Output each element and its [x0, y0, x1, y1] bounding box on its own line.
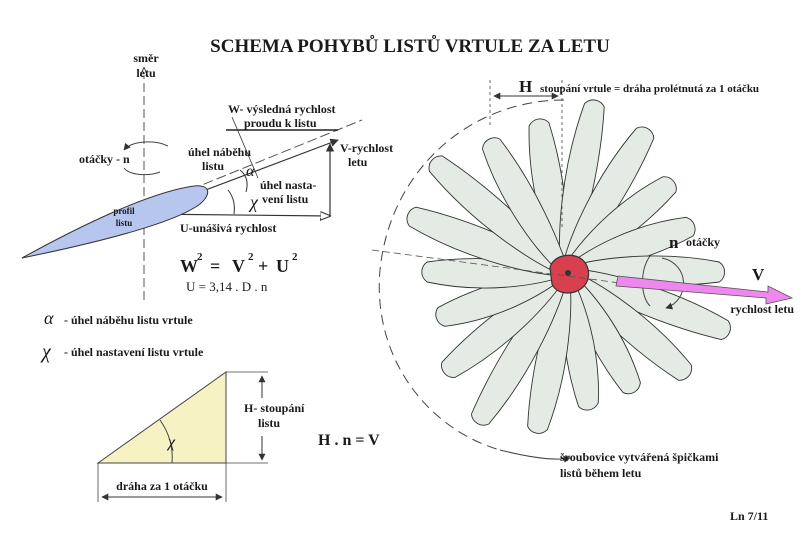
svg-text:W: W	[180, 256, 198, 276]
svg-text:V: V	[232, 256, 245, 276]
uhel-nastaveni-2: vení listu	[262, 192, 309, 206]
v-description: rychlost letu	[730, 302, 794, 316]
chi-symbol: χ	[248, 192, 259, 212]
rotation-arrow	[123, 141, 169, 151]
page-title: SCHEMA POHYBŮ LISTŮ VRTULE ZA LETU	[210, 35, 610, 57]
legend-alpha-symbol: α	[44, 308, 54, 328]
svg-text:U: U	[276, 256, 289, 276]
svg-text:2: 2	[197, 251, 203, 263]
h-letter: H	[519, 77, 532, 96]
blade-profile	[21, 185, 209, 259]
uhel-nastaveni-1: úhel nasta-	[260, 178, 316, 192]
profil-label-2: listu	[116, 218, 133, 228]
uhel-nabehu-2: listu	[202, 159, 224, 173]
flight-speed-arrow	[615, 275, 794, 305]
legend-alpha-text: - úhel náběhu listu vrtule	[64, 313, 193, 327]
pitch-triangle: χ H- stoupání listu dráha za 1 otáčku	[96, 371, 305, 502]
v-letter: V	[752, 265, 765, 284]
v-label-2: letu	[348, 155, 368, 169]
velocity-diagram: směr letu otáčky - n profil listu α χ W-…	[21, 51, 393, 300]
svg-text:=: =	[210, 256, 220, 276]
w-label-1: W- výsledná rychlost	[228, 102, 336, 116]
uhel-nabehu-1: úhel náběhu	[188, 145, 251, 159]
blade-set	[406, 99, 731, 434]
svg-text:+: +	[258, 256, 268, 276]
alpha-symbol: α	[246, 163, 255, 180]
n-description: otáčky	[686, 235, 720, 249]
svg-text:2: 2	[292, 251, 298, 263]
symbol-legend: α - úhel náběhu listu vrtule χ - úhel na…	[40, 308, 204, 363]
propeller-blade	[481, 137, 570, 275]
n-letter: n	[669, 233, 679, 252]
otacky-n-label: otáčky - n	[79, 152, 130, 166]
page-number: Ln 7/11	[730, 509, 768, 523]
propeller-axis	[371, 249, 621, 284]
stoupani-label-1: H- stoupání	[244, 401, 305, 415]
formula-u: U = 3,14 . D . n	[186, 279, 268, 294]
svg-text:2: 2	[248, 251, 254, 263]
v-label-1: V-rychlost	[340, 141, 393, 155]
helix-caption-1: šroubovice vytvářená špičkami	[560, 450, 719, 464]
smer-letu-label-2: letu	[136, 66, 156, 80]
legend-chi-symbol: χ	[40, 341, 52, 363]
profil-label-1: profil	[113, 206, 135, 216]
triangle-shape	[96, 371, 227, 464]
triangle-chi: χ	[166, 434, 176, 451]
formula-hnv: H . n = V	[318, 432, 380, 449]
smer-letu-label-1: směr	[133, 51, 159, 65]
h-description: stoupání vrtule = dráha prolétnutá za 1 …	[540, 83, 759, 95]
w-label-2: proudu k listu	[244, 116, 317, 130]
legend-chi-text: - úhel nastavení listu vrtule	[64, 345, 204, 359]
rotation-arrow-n	[661, 257, 684, 310]
stoupani-label-2: listu	[258, 416, 280, 430]
helix-outline	[378, 99, 565, 451]
formula-w: W 2 = V 2 + U 2	[180, 251, 298, 276]
helix-caption-2: listů během letu	[560, 466, 642, 480]
u-label: U-unášivá rychlost	[180, 221, 276, 235]
propeller-helix: H stoupání vrtule = dráha prolétnutá za …	[371, 77, 794, 480]
draha-label: dráha za 1 otáčku	[116, 479, 208, 493]
